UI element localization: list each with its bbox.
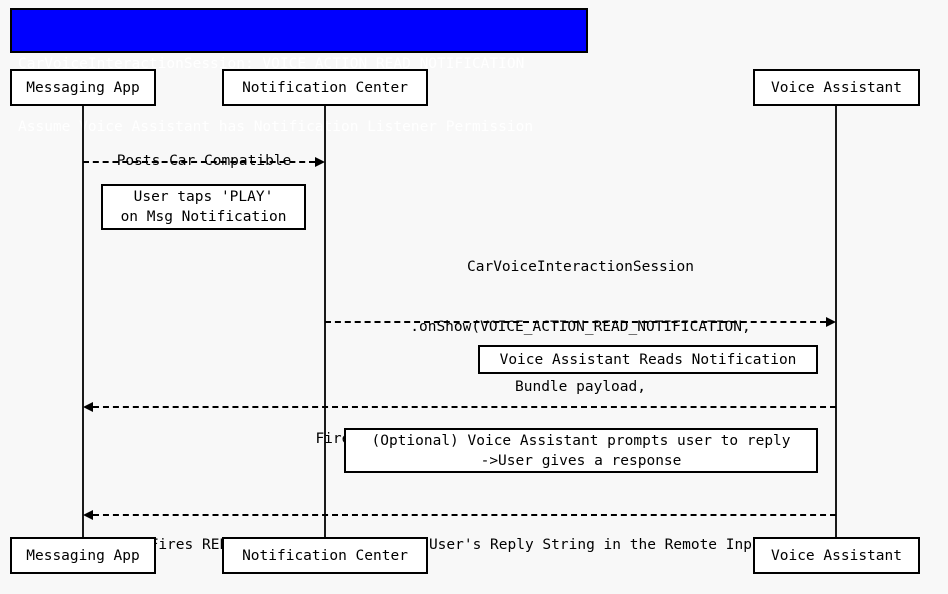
note-optional-prompt: (Optional) Voice Assistant prompts user … [344, 428, 818, 473]
participant-voice-assistant-top[interactable]: Voice Assistant [753, 69, 920, 106]
message-arrow-on-show [325, 321, 826, 323]
participant-messaging-app-bottom[interactable]: Messaging App [10, 537, 156, 574]
participant-label: Voice Assistant [771, 79, 902, 96]
arrowhead-right-posts-notification [315, 157, 325, 167]
message-line-1: Fires REPLY Pending Intent with User's R… [149, 537, 770, 553]
note-line-1: User taps 'PLAY' [133, 189, 274, 205]
participant-label: Messaging App [26, 547, 140, 564]
diagram-title: CarVoiceInteractionSession: VOICE_ACTION… [10, 8, 588, 135]
message-line-1: CarVoiceInteractionSession [467, 259, 694, 275]
title-line-2: Assume Voice Assistant has Notification … [18, 119, 534, 135]
participant-label: Notification Center [242, 79, 408, 96]
lifeline-voice-assistant [835, 105, 837, 537]
participant-notification-center-bottom[interactable]: Notification Center [222, 537, 428, 574]
participant-label: Notification Center [242, 547, 408, 564]
message-line-3: Bundle payload, [515, 379, 646, 395]
message-arrow-posts-notification [83, 161, 315, 163]
note-line-1: Voice Assistant Reads Notification [499, 351, 797, 368]
lifeline-messaging-app [82, 105, 84, 537]
note-line-1: (Optional) Voice Assistant prompts user … [371, 432, 791, 449]
note-line-2: on Msg Notification [120, 209, 287, 225]
participant-messaging-app-top[interactable]: Messaging App [10, 69, 156, 106]
participant-label: Voice Assistant [771, 547, 902, 564]
participant-voice-assistant-bottom[interactable]: Voice Assistant [753, 537, 920, 574]
note-voice-assistant-reads: Voice Assistant Reads Notification [478, 345, 818, 374]
arrowhead-right-on-show [826, 317, 836, 327]
participant-notification-center-top[interactable]: Notification Center [222, 69, 428, 106]
participant-label: Messaging App [26, 79, 140, 96]
note-user-taps-play: User taps 'PLAY' on Msg Notification [101, 184, 306, 230]
message-line-2: .onShow(VOICE_ACTION_READ_NOTIFICATION, [410, 319, 751, 335]
message-label-reply-intent: Fires REPLY Pending Intent with User's R… [83, 495, 836, 594]
title-line-1: CarVoiceInteractionSession: VOICE_ACTION… [18, 56, 525, 72]
arrowhead-left-mark-as-read [83, 402, 93, 412]
message-arrow-reply-intent [93, 514, 836, 516]
message-arrow-mark-as-read [93, 406, 836, 408]
note-line-2: ->User gives a response [480, 452, 682, 469]
arrowhead-left-reply-intent [83, 510, 93, 520]
